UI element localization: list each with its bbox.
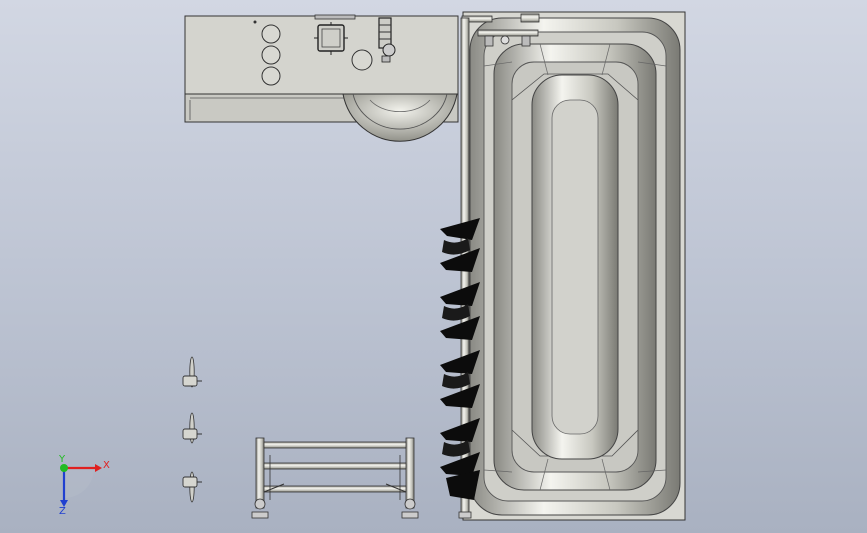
y-axis-dot — [60, 464, 68, 472]
x-axis-arrowhead — [95, 464, 102, 472]
switch-stack — [378, 17, 392, 49]
rack-stand[interactable] — [251, 437, 419, 519]
control-box[interactable] — [184, 14, 459, 123]
gauge-3 — [261, 66, 281, 86]
x-axis-label: X — [103, 460, 110, 471]
gauge-1 — [261, 24, 281, 44]
bathtub[interactable] — [462, 11, 686, 521]
faucet-assembly[interactable] — [461, 13, 540, 47]
spiral-hose — [440, 218, 480, 500]
gauge-2 — [261, 45, 281, 65]
axis-triad[interactable]: X Y Z — [58, 454, 110, 517]
valve-part-1[interactable] — [182, 356, 202, 388]
y-axis-label: Y — [58, 454, 66, 465]
indicator-dot — [253, 20, 257, 24]
valve-part-2[interactable] — [182, 412, 202, 444]
knob — [351, 49, 373, 71]
z-axis-arrowhead — [60, 500, 68, 507]
z-axis-label: Z — [59, 506, 66, 517]
pump-disc[interactable] — [342, 93, 458, 142]
valve-part-3[interactable] — [182, 471, 202, 503]
